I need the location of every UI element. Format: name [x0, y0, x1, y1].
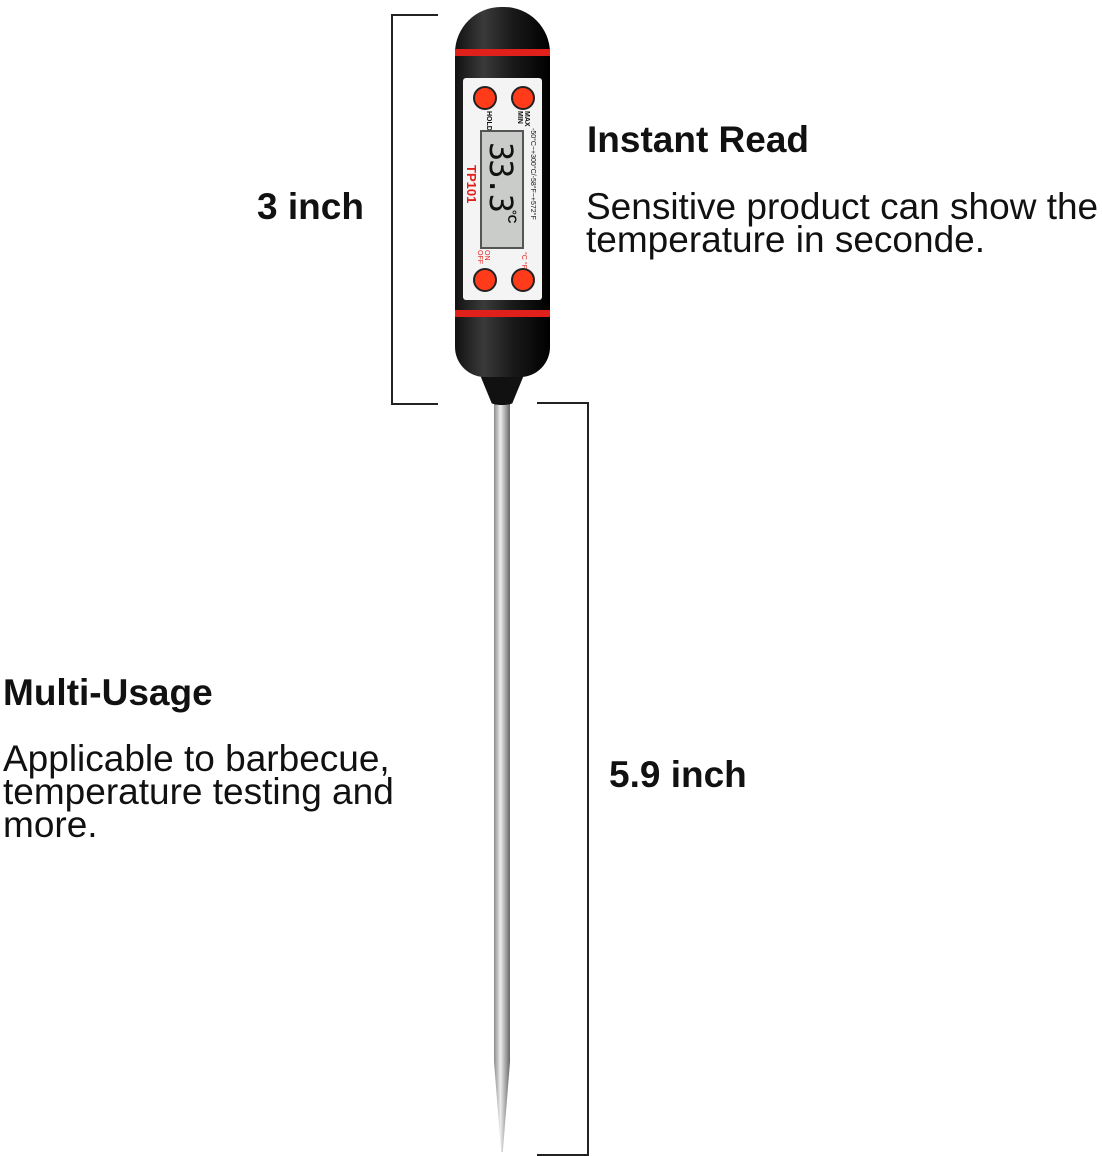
max-min-label: MAX MIN	[516, 111, 530, 127]
unit-toggle-button[interactable]	[511, 268, 535, 292]
handle-dimension-bracket	[391, 14, 438, 405]
temperature-reading: 33.3	[482, 142, 520, 212]
range-label: -50°C~+300°C/-58°F~+572°F	[529, 128, 536, 220]
feature-title-multi-usage: Multi-Usage	[3, 672, 213, 713]
red-band-top	[455, 49, 550, 56]
hold-button[interactable]	[473, 86, 497, 110]
lcd-display	[480, 130, 524, 249]
probe-dimension-bracket	[537, 402, 589, 1156]
handle-length-label: 3 inch	[257, 186, 364, 227]
unit-toggle-label: °C °F	[520, 252, 527, 269]
on-off-label: ON OFF	[476, 250, 490, 264]
probe-length-label: 5.9 inch	[609, 754, 747, 795]
temperature-unit: °C	[505, 210, 519, 224]
feature-description-instant-read: Sensitive product can show the temperatu…	[586, 186, 1099, 260]
feature-title-instant-read: Instant Read	[587, 119, 810, 160]
thermometer-probe	[494, 400, 510, 1152]
red-band-bottom	[455, 310, 550, 317]
max-min-button[interactable]	[511, 86, 535, 110]
hold-label: HOLD	[485, 111, 492, 131]
on-off-button[interactable]	[473, 268, 497, 292]
feature-description-multi-usage: Applicable to barbecue, temperature test…	[3, 738, 394, 845]
model-label: TP101	[464, 165, 479, 204]
